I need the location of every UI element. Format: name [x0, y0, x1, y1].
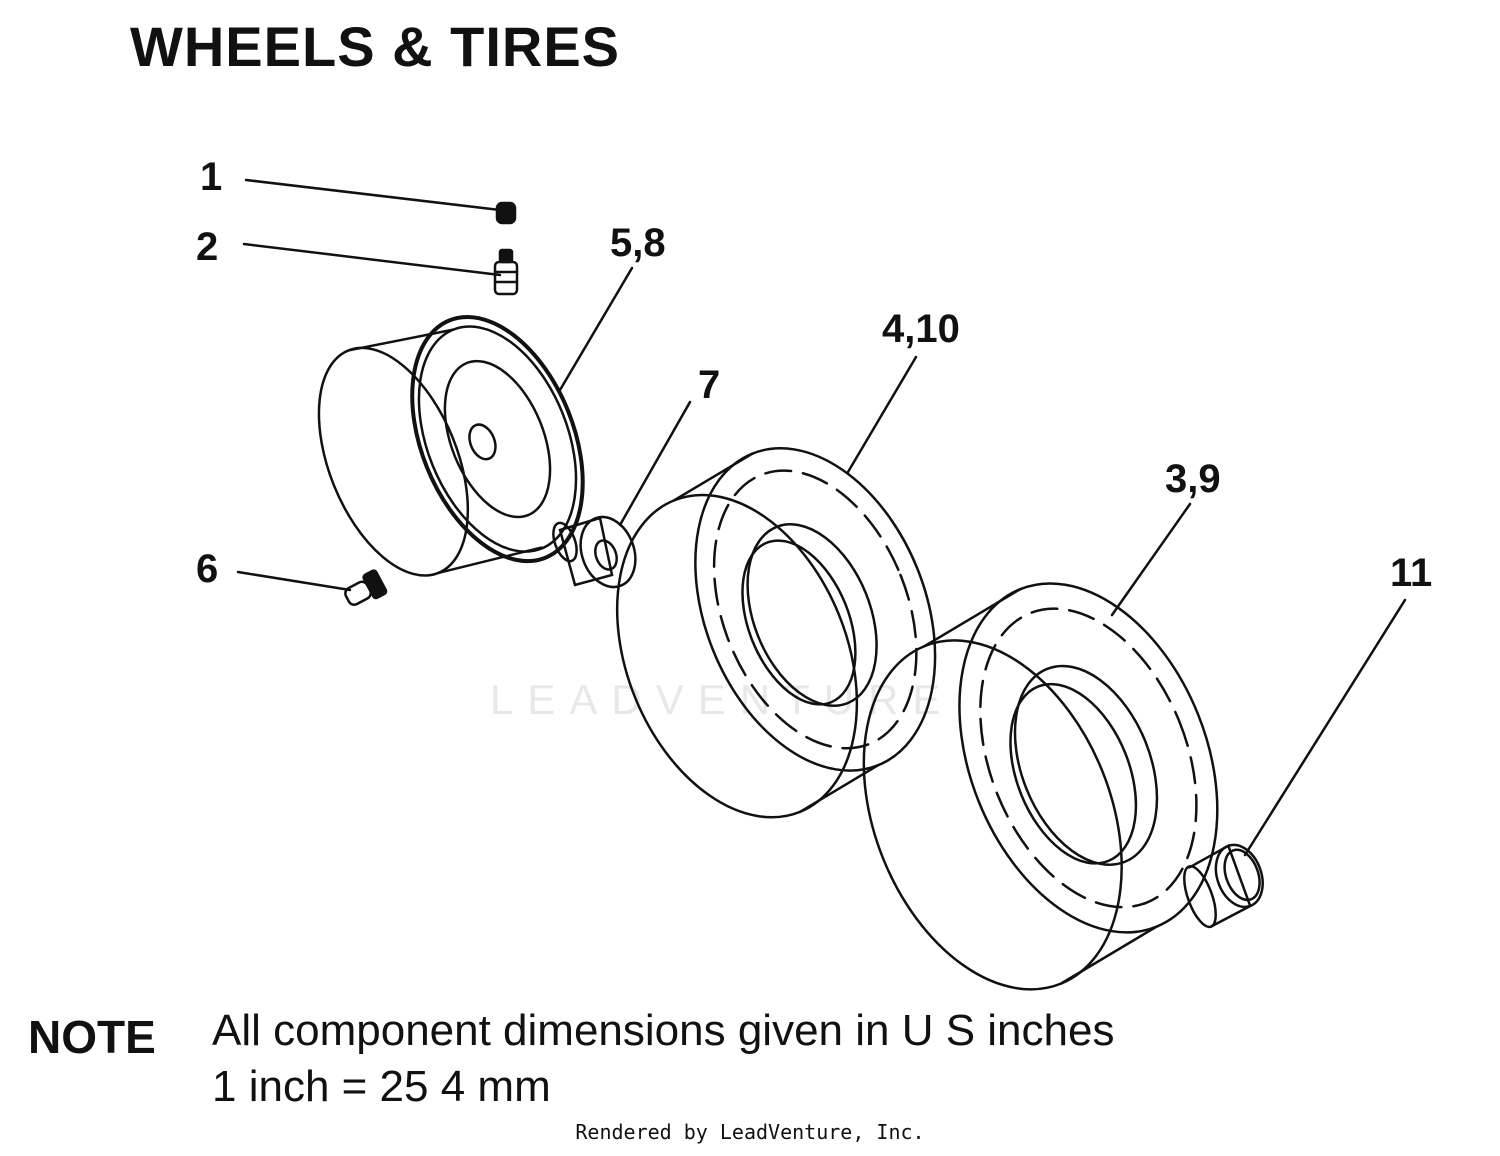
- footer-credit: Rendered by LeadVenture, Inc.: [575, 1120, 925, 1144]
- bushing-part: [552, 515, 637, 589]
- leader-line-6: [236, 570, 352, 592]
- callout-4-10: 4,10: [882, 307, 960, 351]
- leader-line-3-9: [1110, 502, 1192, 617]
- leader-line-2: [242, 242, 502, 277]
- watermark-text: LEADVENTURE: [490, 676, 955, 723]
- leader-line-5-8: [558, 266, 634, 392]
- rim-part: [317, 315, 585, 577]
- note-label: NOTE: [28, 1011, 156, 1063]
- callout-2: 2: [196, 225, 218, 269]
- callout-6: 6: [196, 547, 218, 591]
- callout-5-8: 5,8: [610, 221, 666, 265]
- leader-line-4-10: [846, 355, 918, 474]
- callout-1: 1: [200, 155, 222, 199]
- leader-line-7: [618, 400, 692, 527]
- hub-cap-part: [1183, 843, 1264, 929]
- leader-line-1: [244, 178, 502, 212]
- leader-line-11: [1243, 598, 1407, 857]
- front-tire-part: [615, 447, 937, 819]
- valve-cap-part: [495, 201, 517, 225]
- callout-11: 11: [1390, 551, 1432, 595]
- valve-stem-part: [493, 248, 519, 296]
- bolt-part: [344, 569, 388, 606]
- note-text-line-2: 1 inch = 25 4 mm: [212, 1062, 551, 1111]
- callout-7: 7: [698, 363, 720, 407]
- note-text-line-1: All component dimensions given in U S in…: [212, 1006, 1115, 1055]
- page-title: WHEELS & TIRES: [130, 15, 621, 78]
- callout-3-9: 3,9: [1165, 457, 1221, 501]
- rear-tire-part: [862, 582, 1219, 991]
